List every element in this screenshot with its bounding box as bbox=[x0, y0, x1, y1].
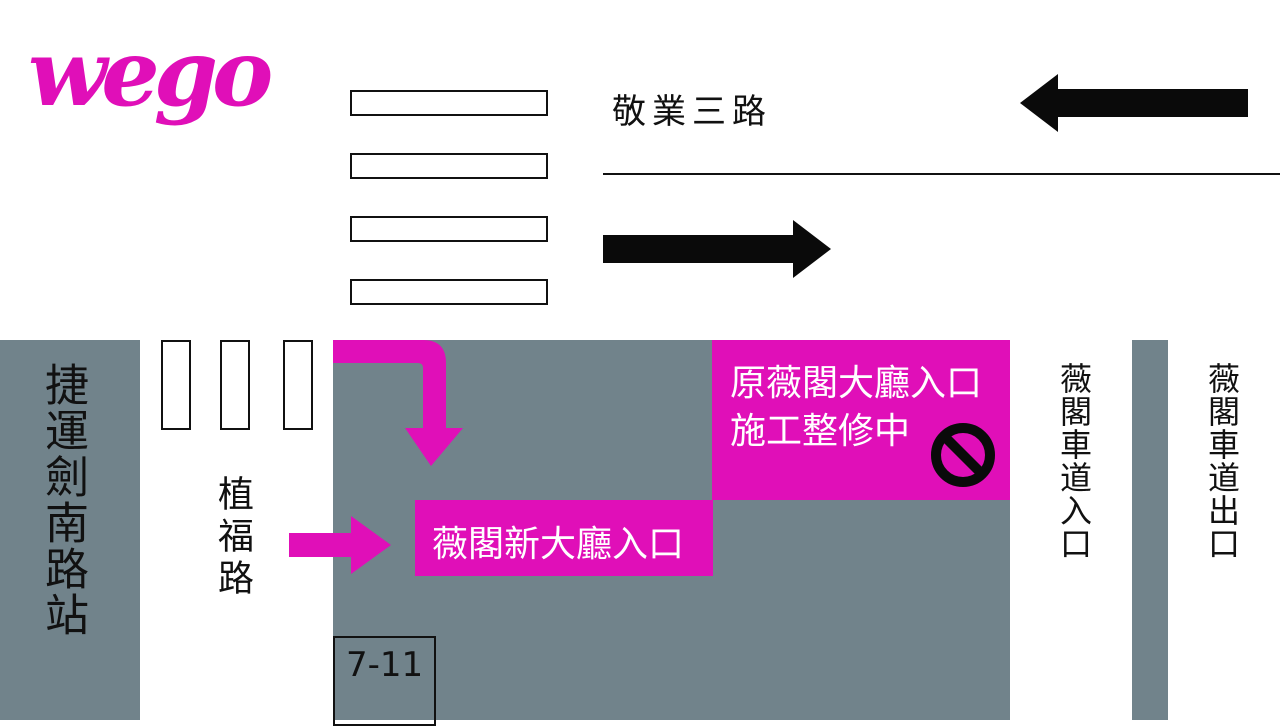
side-street-label: 植福路 bbox=[212, 475, 253, 601]
crosswalk-stripe bbox=[220, 340, 250, 430]
crosswalk-stripe bbox=[283, 340, 313, 430]
wego-logo: wego bbox=[28, 19, 277, 127]
arrow-turn-down-icon bbox=[333, 340, 463, 466]
crosswalk-stripe bbox=[161, 340, 191, 430]
crosswalk-stripe bbox=[350, 216, 548, 242]
old-lobby-entrance bbox=[712, 340, 1010, 500]
svg-text:wego: wego bbox=[28, 19, 271, 127]
convenience-store-label: 7-11 bbox=[346, 645, 424, 685]
old-lobby-label-line2: 施工整修中 bbox=[730, 411, 911, 452]
new-lobby-entrance bbox=[415, 500, 713, 576]
crosswalk-stripe bbox=[350, 279, 548, 305]
driveway-divider bbox=[1132, 340, 1168, 720]
road-center-line bbox=[603, 173, 1280, 175]
arrow-right-icon bbox=[603, 220, 831, 278]
old-lobby-label-line1: 原薇閣大廳入口 bbox=[730, 363, 983, 404]
crosswalk-stripe bbox=[350, 153, 548, 179]
no-entry-icon bbox=[931, 423, 995, 487]
driveway-exit-label: 薇閣車道出口 bbox=[1203, 362, 1241, 560]
new-lobby-label: 薇閣新大廳入口 bbox=[432, 524, 685, 565]
old-lobby-label: 原薇閣大廳入口 施工整修中 bbox=[730, 360, 1010, 456]
station-block bbox=[0, 340, 140, 720]
driveway-entry-label: 薇閣車道入口 bbox=[1055, 362, 1093, 560]
station-label: 捷運劍南路站 bbox=[37, 362, 88, 638]
arrow-left-icon bbox=[1020, 74, 1248, 132]
arrow-right-magenta-icon bbox=[289, 516, 391, 574]
road-name-top: 敬業三路 bbox=[612, 92, 772, 132]
crosswalk-stripe bbox=[350, 90, 548, 116]
